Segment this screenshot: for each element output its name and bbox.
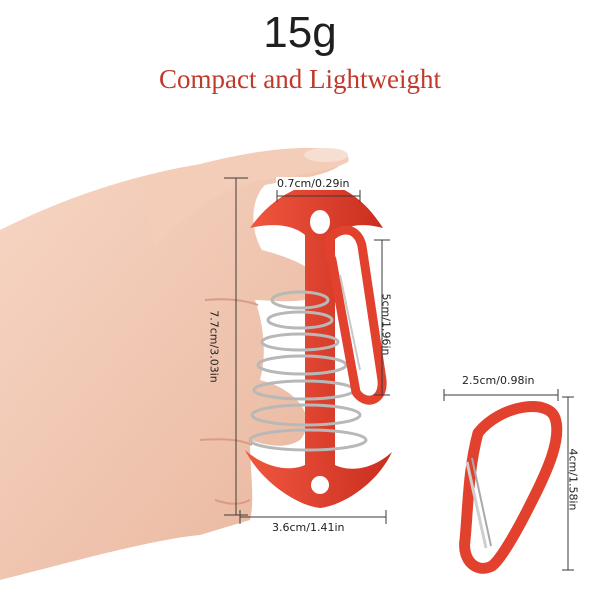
weight-heading: 15g bbox=[263, 8, 337, 57]
dimension-lines bbox=[224, 177, 574, 571]
carabiner-height-dimension: 4cm/1.58in bbox=[566, 448, 580, 511]
spring bbox=[248, 290, 368, 452]
stake-carabiner-height-dimension: 5cm/1.96in bbox=[379, 293, 393, 356]
top-hole-dimension: 0.7cm/0.29in bbox=[276, 177, 351, 190]
tent-stake bbox=[245, 182, 392, 508]
attached-carabiner bbox=[324, 225, 387, 405]
bottom-hole bbox=[311, 476, 329, 494]
hand bbox=[0, 147, 349, 580]
total-height-dimension: 7.7cm/3.03in bbox=[207, 310, 221, 383]
feature-subtitle: Compact and Lightweight bbox=[159, 64, 441, 94]
carabiner-width-dimension: 2.5cm/0.98in bbox=[462, 374, 535, 387]
top-hole bbox=[310, 210, 330, 234]
carabiner bbox=[459, 401, 563, 574]
base-width-dimension: 3.6cm/1.41in bbox=[272, 521, 345, 534]
